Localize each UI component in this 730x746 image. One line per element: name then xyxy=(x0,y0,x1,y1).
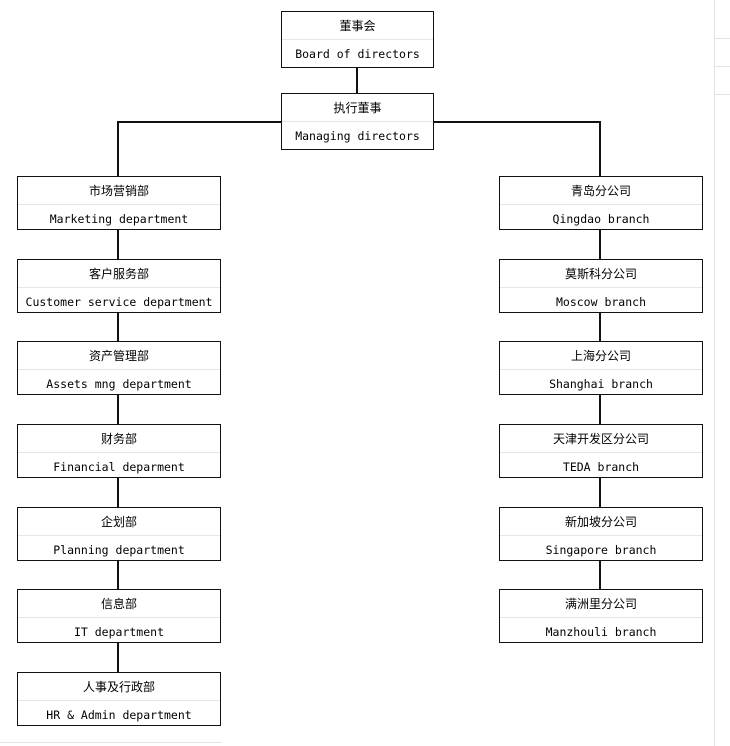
connector-drop-left xyxy=(117,121,119,177)
node-label-cn: 企划部 xyxy=(100,515,137,529)
node-label-en: Singapore branch xyxy=(500,535,702,563)
node-label-en: Board of directors xyxy=(282,39,433,67)
node-label-cn: 市场营销部 xyxy=(88,184,149,198)
node-label-en: HR & Admin department xyxy=(18,700,220,728)
left-column-connector xyxy=(117,478,119,507)
node-label-en: Marketing department xyxy=(18,204,220,232)
connector-horizontal-right xyxy=(433,121,601,123)
left-column-connector xyxy=(117,230,119,259)
right-column-connector xyxy=(599,230,601,259)
node-managing-directors: 执行董事 Managing directors xyxy=(281,93,434,150)
right-column-connector xyxy=(599,478,601,507)
node-label-en: Managing directors xyxy=(282,121,433,149)
node-marketing-department: 市场营销部 Marketing department xyxy=(17,176,221,230)
node-singapore-branch: 新加坡分公司 Singapore branch xyxy=(499,507,703,561)
node-label-en: Manzhouli branch xyxy=(500,617,702,645)
left-column-connector xyxy=(117,313,119,341)
node-customer-service-department: 客户服务部 Customer service department xyxy=(17,259,221,313)
node-label-cn: 新加坡分公司 xyxy=(564,515,637,529)
node-financial-department: 财务部 Financial deparment xyxy=(17,424,221,478)
node-assets-mng-department: 资产管理部 Assets mng department xyxy=(17,341,221,395)
node-label-en: IT department xyxy=(18,617,220,645)
node-label-en: Shanghai branch xyxy=(500,369,702,397)
node-label-cn: 莫斯科分公司 xyxy=(564,267,637,281)
grid-line xyxy=(714,38,730,39)
connector-drop-right xyxy=(599,121,601,177)
node-label-cn: 人事及行政部 xyxy=(82,680,155,694)
node-moscow-branch: 莫斯科分公司 Moscow branch xyxy=(499,259,703,313)
grid-line xyxy=(714,94,730,95)
left-column-connector xyxy=(117,561,119,589)
node-label-cn: 执行董事 xyxy=(333,101,382,115)
node-label-cn: 满洲里分公司 xyxy=(564,597,637,611)
node-label-en: Planning department xyxy=(18,535,220,563)
node-label-en: Customer service department xyxy=(18,287,220,315)
right-column-connector xyxy=(599,561,601,589)
node-board-of-directors: 董事会 Board of directors xyxy=(281,11,434,68)
node-shanghai-branch: 上海分公司 Shanghai branch xyxy=(499,341,703,395)
node-label-cn: 青岛分公司 xyxy=(570,184,631,198)
node-label-en: Assets mng department xyxy=(18,369,220,397)
node-teda-branch: 天津开发区分公司 TEDA branch xyxy=(499,424,703,478)
node-label-cn: 资产管理部 xyxy=(88,349,149,363)
node-label-cn: 客户服务部 xyxy=(88,267,149,281)
grid-line xyxy=(714,66,730,67)
grid-line xyxy=(714,0,715,746)
node-hr-admin-department: 人事及行政部 HR & Admin department xyxy=(17,672,221,726)
node-label-cn: 天津开发区分公司 xyxy=(552,432,649,446)
left-column-connector xyxy=(117,643,119,672)
right-column-connector xyxy=(599,395,601,424)
node-label-en: Moscow branch xyxy=(500,287,702,315)
node-manzhouli-branch: 满洲里分公司 Manzhouli branch xyxy=(499,589,703,643)
node-label-cn: 上海分公司 xyxy=(570,349,631,363)
node-planning-department: 企划部 Planning department xyxy=(17,507,221,561)
node-it-department: 信息部 IT department xyxy=(17,589,221,643)
node-label-en: Financial deparment xyxy=(18,452,220,480)
node-label-en: TEDA branch xyxy=(500,452,702,480)
connector-board-managing xyxy=(356,67,358,93)
connector-horizontal-left xyxy=(117,121,281,123)
right-column-connector xyxy=(599,313,601,341)
node-label-en: Qingdao branch xyxy=(500,204,702,232)
left-column-connector xyxy=(117,395,119,424)
node-label-cn: 信息部 xyxy=(100,597,137,611)
node-qingdao-branch: 青岛分公司 Qingdao branch xyxy=(499,176,703,230)
node-label-cn: 财务部 xyxy=(100,432,137,446)
grid-line xyxy=(0,742,222,743)
node-label-cn: 董事会 xyxy=(339,19,376,33)
